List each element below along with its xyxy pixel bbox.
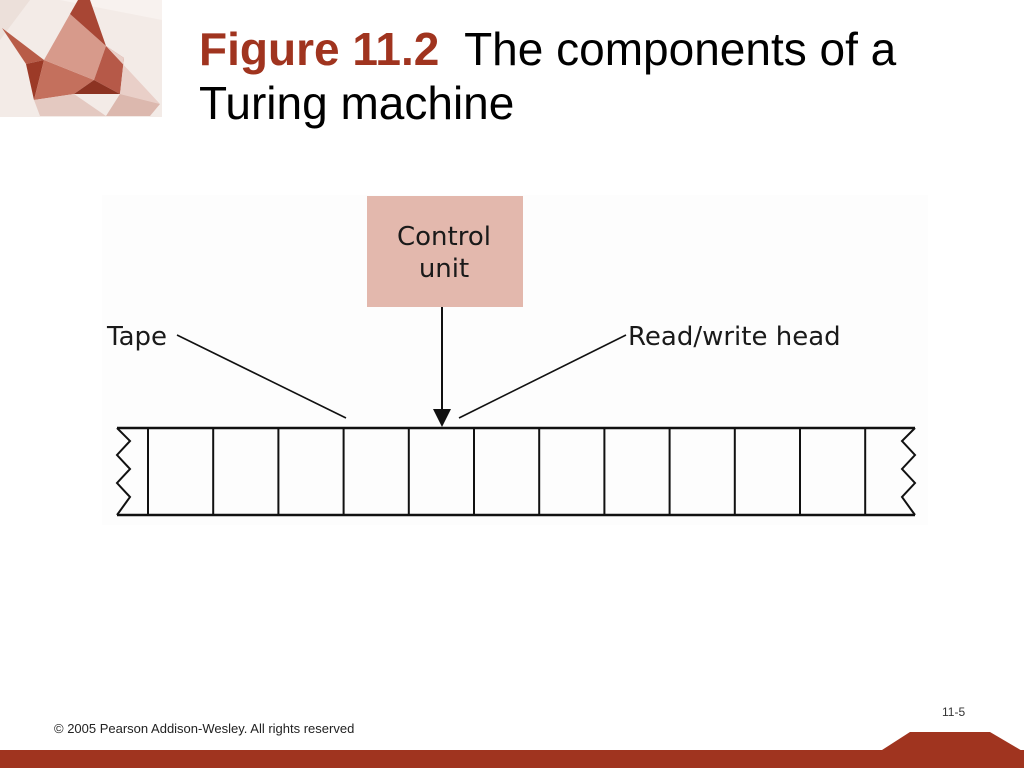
control-unit-label-line1: Control: [397, 222, 491, 252]
control-unit-label-line2: unit: [419, 254, 469, 284]
tape-label-pointer: [176, 334, 347, 419]
tape-label: Tape: [106, 322, 167, 352]
origami-crane-logo-icon: [0, 0, 162, 117]
head-label-pointer: [458, 334, 627, 419]
slide-title: Figure 11.2 The components of a Turing m…: [199, 22, 999, 130]
control-unit-box: [367, 196, 523, 307]
copyright-notice: © 2005 Pearson Addison-Wesley. All right…: [54, 721, 355, 736]
tape-right-torn-edge: [900, 427, 917, 516]
tape-cells: [147, 428, 867, 515]
control-arrow-head: [433, 409, 451, 427]
slide-number: 11-5: [942, 705, 966, 719]
footer-bar: [0, 732, 1024, 768]
read-write-head-label: Read/write head: [628, 322, 841, 352]
tape: [115, 426, 917, 517]
turing-machine-diagram: Control unit Tape Read/write head: [102, 195, 928, 525]
tape-left-torn-edge: [115, 427, 132, 516]
title-caption: The components of a Turing machine: [199, 23, 897, 129]
title-figure-number: Figure 11.2: [199, 23, 440, 75]
